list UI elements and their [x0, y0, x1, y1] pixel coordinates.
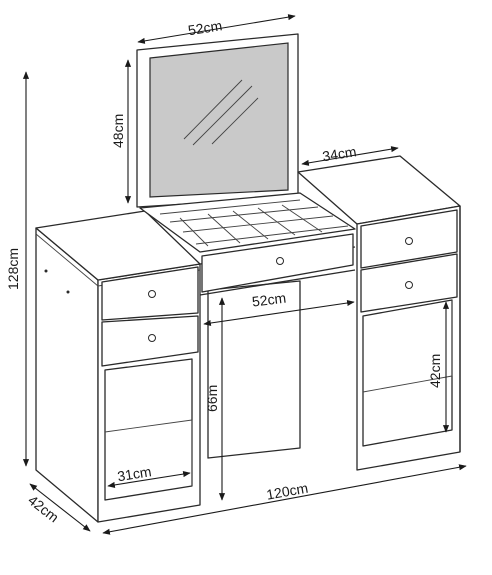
right-cabinet [297, 155, 461, 471]
shelf-height-label: 42cm [427, 354, 443, 388]
left-drawer-bottom[interactable] [101, 315, 199, 367]
left-drawer-top[interactable] [101, 266, 199, 321]
depth-label: 42cm [25, 492, 62, 526]
center-width-label: 52cm [251, 290, 287, 310]
dimension-lines [22, 14, 467, 535]
mirror-height-label: 48cm [110, 114, 126, 148]
knee-height-label: 66m [204, 385, 220, 412]
right-drawer-bottom[interactable] [360, 253, 458, 313]
side-cabinet-width-label: 34cm [321, 143, 357, 164]
niche-width-label: 31cm [116, 463, 152, 484]
center-section [139, 192, 356, 459]
knob-icon [405, 281, 413, 289]
center-drawer[interactable] [201, 233, 354, 293]
knob-icon [148, 290, 156, 298]
organizer-compartments [159, 199, 349, 247]
mirror-width-label: 52cm [187, 17, 223, 38]
knob-icon [276, 257, 284, 265]
total-height-label: 128cm [5, 248, 21, 290]
knob-icon [148, 334, 156, 342]
knob-icon [405, 237, 413, 245]
total-width-label: 120cm [265, 480, 309, 503]
right-drawer-top[interactable] [360, 209, 458, 269]
mirror [136, 33, 299, 208]
